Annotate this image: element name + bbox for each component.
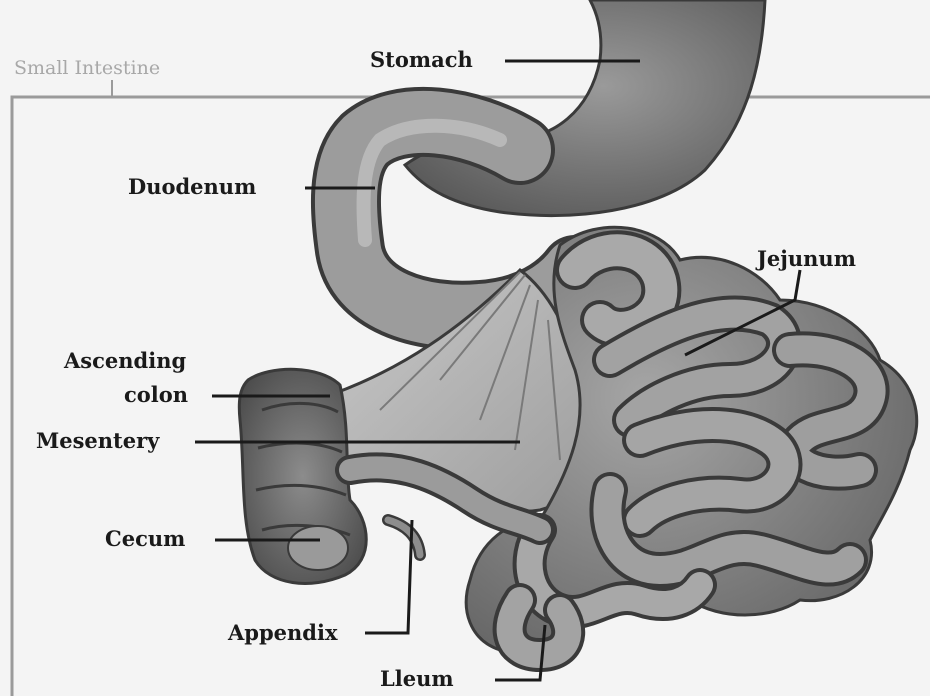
label-cecum: Cecum bbox=[105, 526, 185, 551]
cecum-shape bbox=[288, 526, 348, 570]
label-ascending-colon-line2: colon bbox=[124, 382, 188, 407]
label-jejunum: Jejunum bbox=[755, 246, 856, 271]
label-appendix: Appendix bbox=[227, 620, 338, 645]
label-stomach: Stomach bbox=[370, 47, 473, 72]
label-ileum: Lleum bbox=[380, 666, 454, 691]
label-duodenum: Duodenum bbox=[128, 174, 256, 199]
appendix-leader bbox=[365, 520, 412, 633]
label-ascending-colon-line1: Ascending bbox=[63, 348, 186, 373]
label-mesentery: Mesentery bbox=[36, 428, 160, 453]
header-title: Small Intestine bbox=[14, 57, 160, 79]
